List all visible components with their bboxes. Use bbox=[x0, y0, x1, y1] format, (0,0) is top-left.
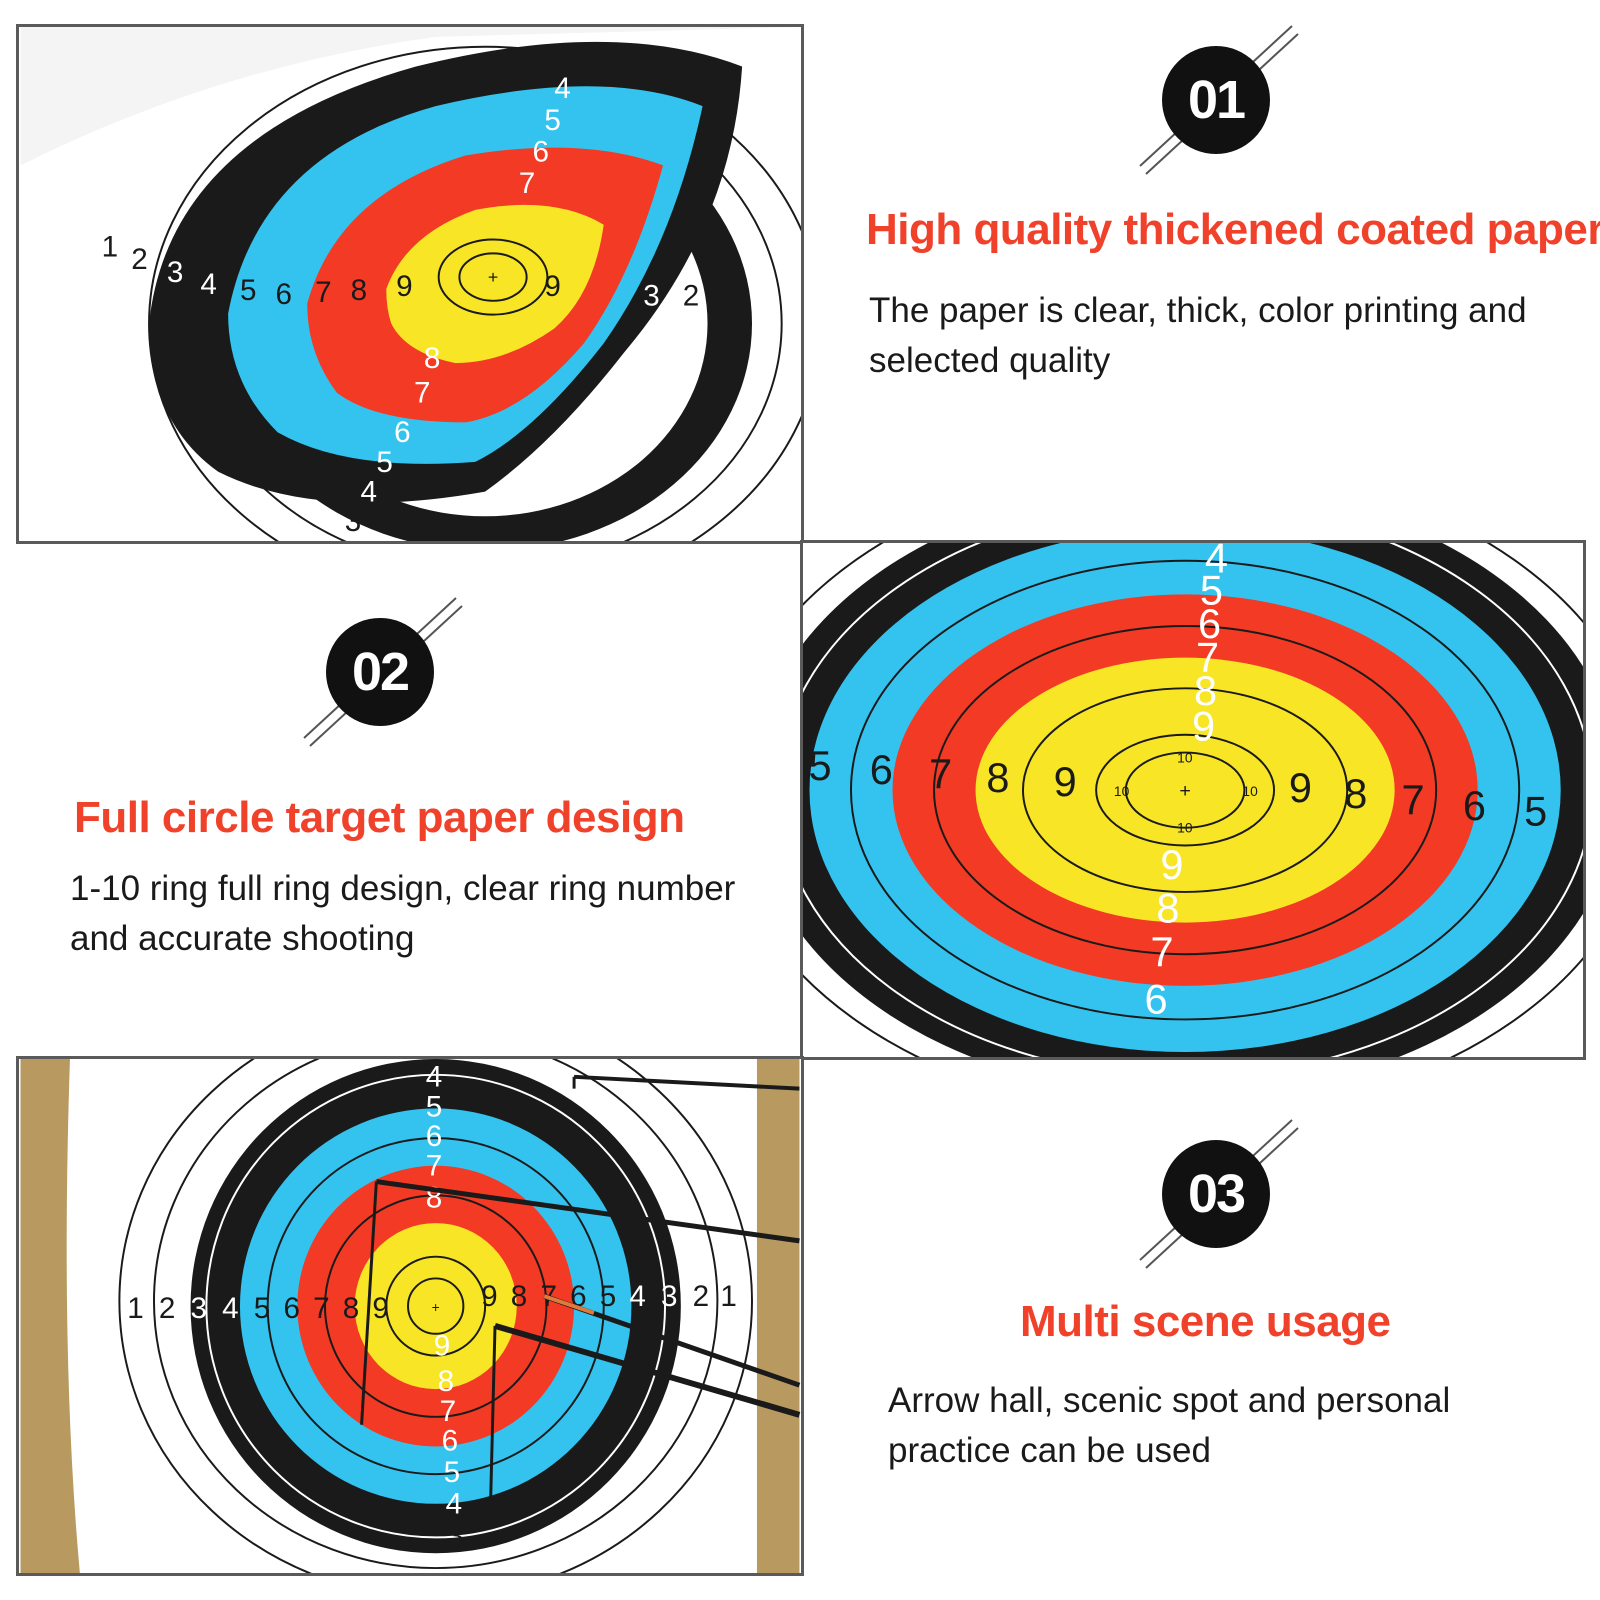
feature-badge-02: 02 bbox=[290, 592, 470, 752]
target-center-plus-icon: + bbox=[488, 267, 498, 287]
ring-number: 9 bbox=[372, 1292, 388, 1325]
feature-description: The paper is clear, thick, color printin… bbox=[869, 291, 1527, 380]
feature-title: Full circle target paper design bbox=[74, 793, 685, 842]
ring-number: 9 bbox=[434, 1330, 450, 1363]
ring-number: 8 bbox=[426, 1181, 442, 1214]
ring-number: 4 bbox=[446, 1488, 462, 1521]
ring-number: 4 bbox=[1205, 543, 1228, 582]
ring-number: 4 bbox=[629, 1280, 646, 1313]
ring-number: 6 bbox=[276, 278, 292, 311]
ring-number: 5 bbox=[444, 1456, 461, 1489]
ring-number: 4 bbox=[426, 1061, 442, 1094]
ring-number: 10 bbox=[1177, 749, 1193, 765]
ring-number: 8 bbox=[1156, 885, 1179, 932]
ring-number: 5 bbox=[600, 1280, 617, 1313]
ring-number: 4 bbox=[554, 72, 571, 105]
ring-number: 3 bbox=[661, 1280, 678, 1313]
full-circle-target-photo: + 5 6 7 8 9 9 8 7 6 5 4 5 6 7 8 9 9 8 7 … bbox=[800, 540, 1586, 1060]
ring-number: 7 bbox=[440, 1395, 457, 1428]
ring-number: 3 bbox=[643, 280, 660, 313]
ring-number: 1 bbox=[718, 280, 735, 313]
ring-number: 9 bbox=[396, 270, 413, 303]
ring-number: 6 bbox=[533, 135, 550, 168]
ring-number: 3 bbox=[167, 256, 184, 289]
ring-number: 2 bbox=[693, 1280, 710, 1313]
ring-number: 9 bbox=[481, 1280, 498, 1313]
ring-number: 1 bbox=[127, 1292, 143, 1325]
ring-number: 7 bbox=[426, 1150, 442, 1183]
ring-number: 6 bbox=[870, 746, 893, 793]
feature-title: Multi scene usage bbox=[1020, 1297, 1391, 1346]
ring-number: 9 bbox=[1054, 758, 1077, 805]
ring-number: 6 bbox=[1198, 600, 1221, 647]
ring-number: 9 bbox=[544, 270, 561, 303]
ring-number: 8 bbox=[1344, 770, 1367, 817]
ring-number: 8 bbox=[351, 274, 367, 307]
curled-target-illustration: + 1 2 3 4 5 6 7 8 9 9 3 2 1 8 7 6 5 4 3 … bbox=[20, 27, 801, 541]
feature-number: 02 bbox=[326, 618, 434, 726]
target-with-arrows-illustration: + 1 2 3 4 5 6 7 8 9 9 8 7 6 5 4 3 2 1 4 … bbox=[20, 1059, 801, 1573]
ring-number: 5 bbox=[1200, 566, 1223, 613]
feature-badge-01: 01 bbox=[1126, 20, 1306, 180]
ring-number: 7 bbox=[313, 1292, 330, 1325]
ring-number: 4 bbox=[222, 1292, 239, 1325]
ring-number: 6 bbox=[1463, 782, 1486, 829]
ring-number: 2 bbox=[131, 243, 148, 276]
ring-number: 5 bbox=[544, 104, 561, 137]
feature-description: Arrow hall, scenic spot and personal pra… bbox=[888, 1381, 1451, 1470]
target-center-plus-icon: + bbox=[432, 1299, 440, 1315]
feature-description: 1-10 ring full ring design, clear ring n… bbox=[70, 869, 736, 958]
ring-number: 5 bbox=[240, 274, 257, 307]
ring-number: 10 bbox=[1114, 783, 1130, 799]
ring-number: 9 bbox=[1160, 841, 1183, 888]
feature-title: High quality thickened coated paper bbox=[866, 205, 1600, 254]
ring-number: 8 bbox=[511, 1280, 527, 1313]
curled-target-photo: + 1 2 3 4 5 6 7 8 9 9 3 2 1 8 7 6 5 4 3 … bbox=[16, 24, 804, 544]
ring-number: 7 bbox=[414, 377, 430, 410]
ring-number: 7 bbox=[1402, 776, 1425, 823]
ring-number: 3 bbox=[345, 505, 362, 538]
ring-number: 6 bbox=[394, 416, 411, 449]
ring-number: 7 bbox=[519, 167, 536, 200]
ring-number: 3 bbox=[564, 41, 581, 74]
ring-number: 6 bbox=[1145, 976, 1168, 1023]
ring-number: 8 bbox=[1194, 667, 1217, 714]
ring-number: 5 bbox=[426, 1090, 442, 1123]
ring-number: 6 bbox=[283, 1292, 299, 1325]
ring-number: 6 bbox=[426, 1120, 442, 1153]
ring-number: 8 bbox=[424, 342, 440, 375]
arrow-fletching bbox=[543, 1294, 595, 1315]
ring-number: 1 bbox=[102, 230, 119, 263]
ring-number: 4 bbox=[200, 268, 217, 301]
target-with-arrows-photo: + 1 2 3 4 5 6 7 8 9 9 8 7 6 5 4 3 2 1 4 … bbox=[16, 1056, 804, 1576]
target-center-plus-icon: + bbox=[1179, 780, 1191, 802]
ring-number: 4 bbox=[361, 475, 377, 508]
ring-number: 8 bbox=[343, 1292, 360, 1325]
ring-number: 8 bbox=[438, 1365, 455, 1398]
full-circle-target-illustration: + 5 6 7 8 9 9 8 7 6 5 4 5 6 7 8 9 9 8 7 … bbox=[803, 543, 1583, 1057]
ring-number: 5 bbox=[808, 742, 831, 789]
feature-badge-03: 03 bbox=[1126, 1114, 1306, 1274]
ring-number: 7 bbox=[1150, 928, 1173, 975]
ring-number: 7 bbox=[1196, 634, 1219, 681]
ring-number: 7 bbox=[315, 276, 332, 309]
ring-number: 6 bbox=[442, 1424, 459, 1457]
ring-number: 10 bbox=[1177, 820, 1193, 836]
ring-number: 3 bbox=[191, 1292, 208, 1325]
ring-number: 5 bbox=[376, 446, 393, 479]
ring-number: 10 bbox=[1242, 783, 1258, 799]
ring-number: 1 bbox=[720, 1280, 737, 1313]
ring-number: 8 bbox=[986, 754, 1009, 801]
feature-number: 01 bbox=[1162, 46, 1270, 154]
ring-number: 9 bbox=[1192, 703, 1215, 750]
ring-number: 5 bbox=[254, 1292, 270, 1325]
ring-number: 7 bbox=[929, 750, 952, 797]
feature-number: 03 bbox=[1162, 1140, 1270, 1248]
ring-number: 9 bbox=[1289, 764, 1312, 811]
ring-number: 5 bbox=[1524, 788, 1547, 835]
ring-number: 2 bbox=[159, 1292, 176, 1325]
ring-number: 2 bbox=[683, 280, 700, 313]
ring-number: 3 bbox=[448, 1519, 464, 1552]
